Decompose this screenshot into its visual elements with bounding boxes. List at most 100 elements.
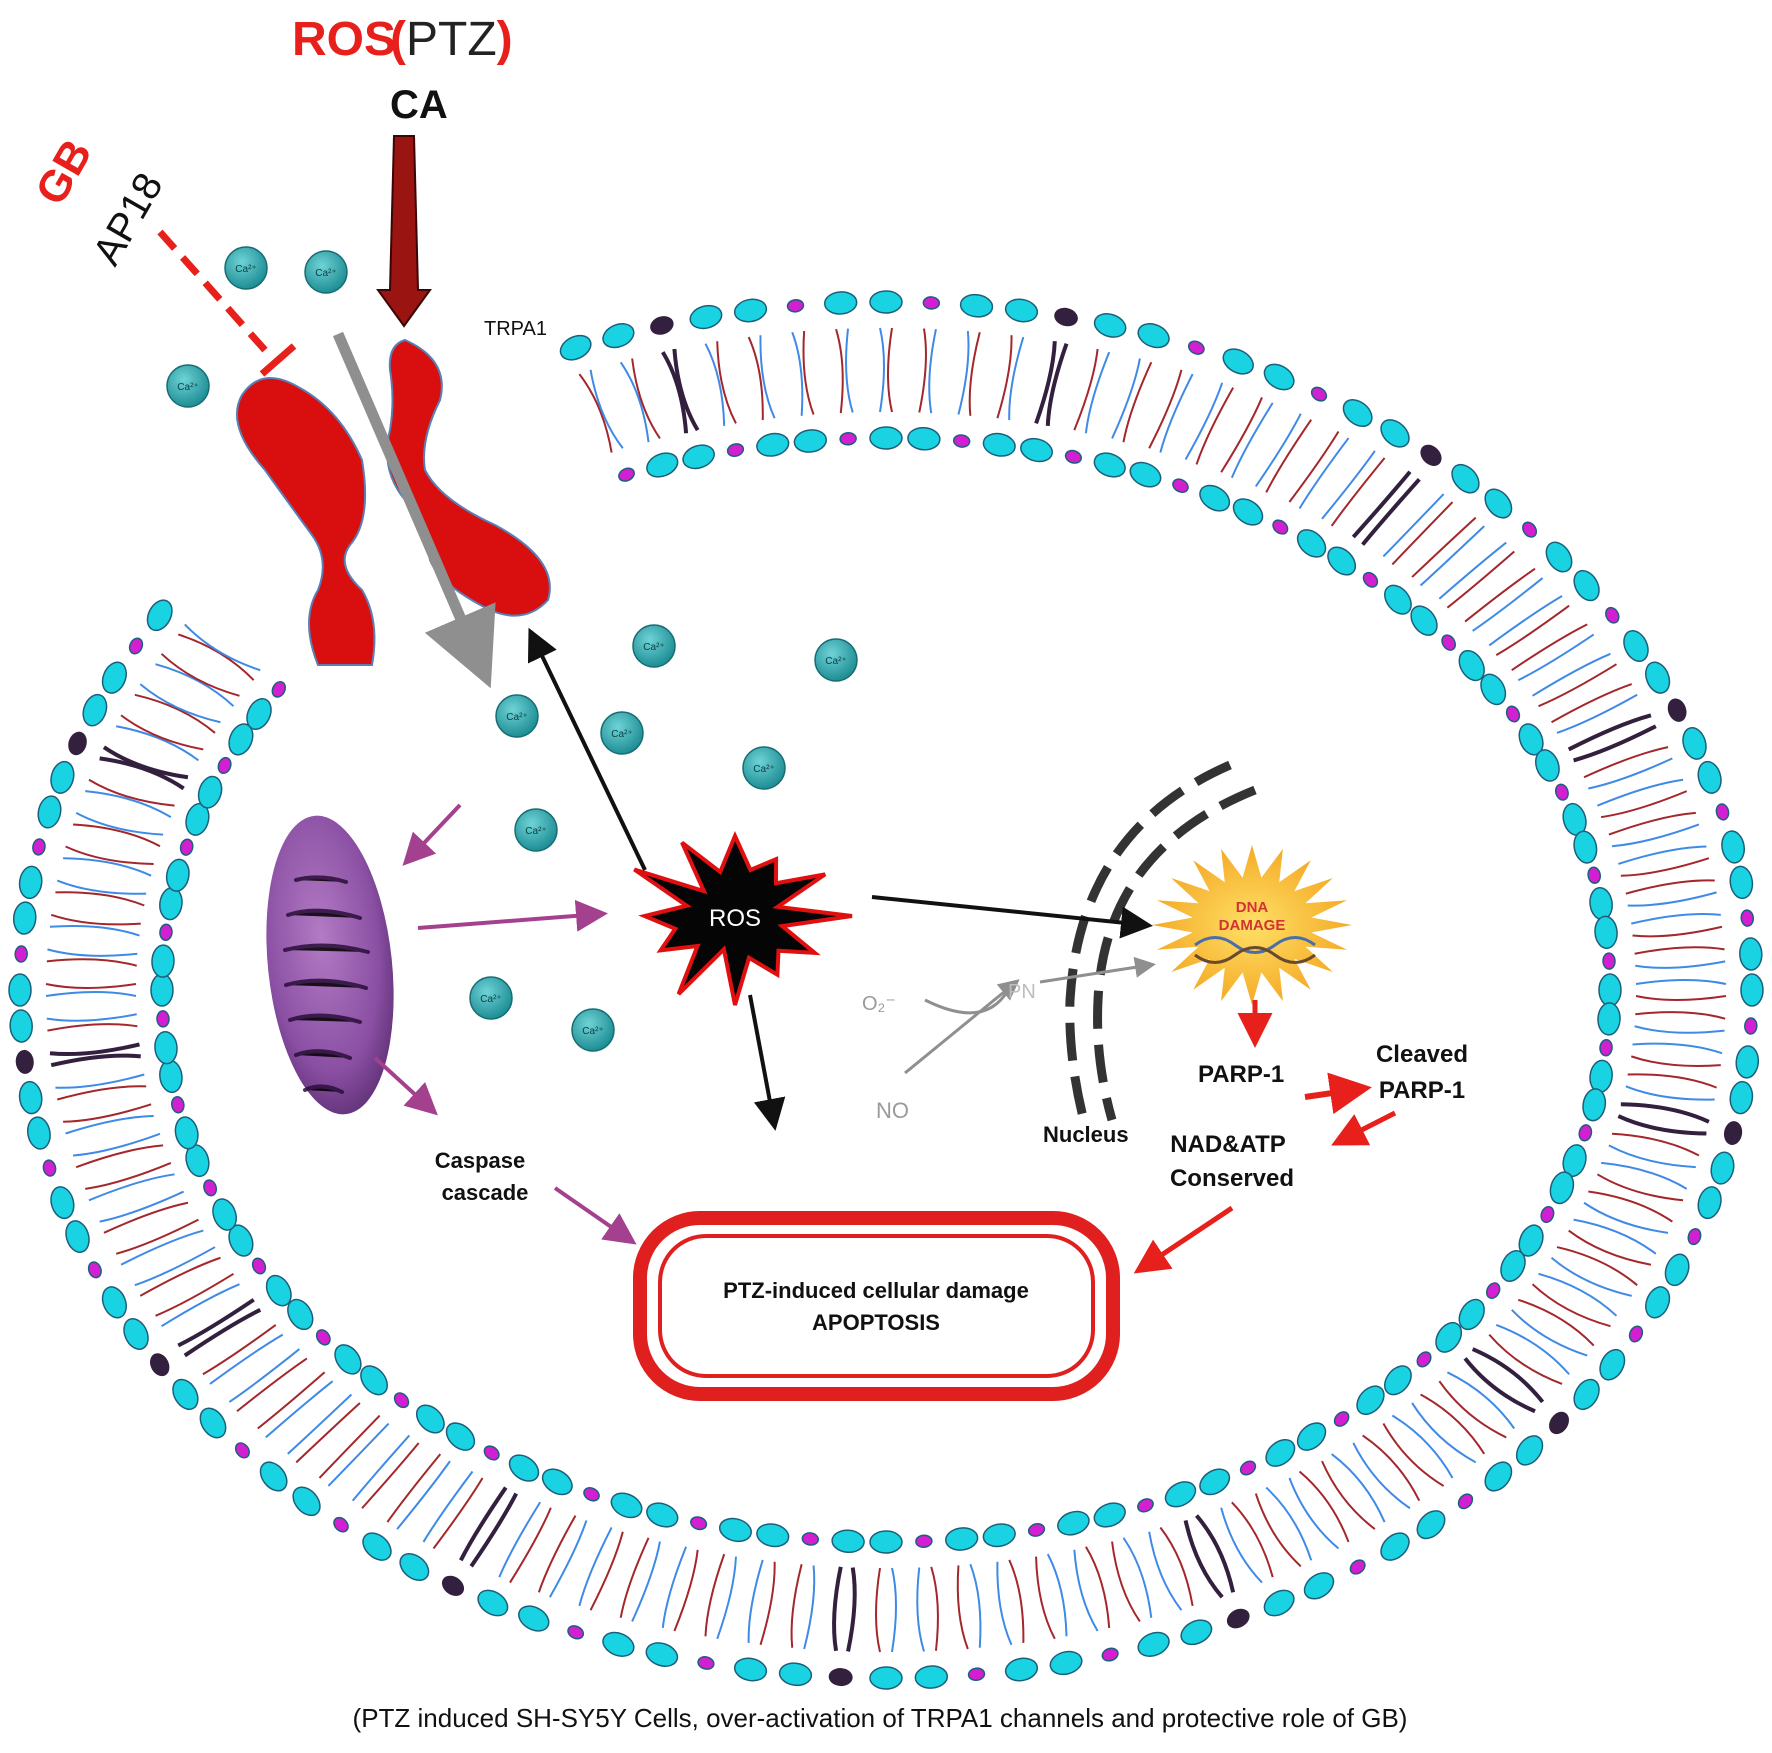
lipid bbox=[559, 334, 635, 482]
lipid bbox=[786, 298, 827, 453]
lipid bbox=[1164, 1481, 1250, 1629]
calcium-ion-label: Ca²⁺ bbox=[506, 712, 527, 723]
lipid bbox=[259, 1365, 388, 1492]
lipid bbox=[1485, 1282, 1626, 1381]
cleaved-label: Cleaved bbox=[1376, 1041, 1468, 1068]
calcium-ion: Ca²⁺ bbox=[600, 711, 644, 755]
ap18-label: AP18 bbox=[85, 166, 172, 273]
lipid bbox=[42, 1116, 199, 1177]
lipid bbox=[1534, 698, 1687, 782]
lipid bbox=[1356, 1385, 1474, 1510]
ros-starburst bbox=[633, 830, 853, 1006]
lipid bbox=[1599, 1038, 1760, 1079]
lipid bbox=[1589, 865, 1754, 921]
lipid bbox=[1410, 521, 1538, 636]
caption: (PTZ induced SH-SY5Y Cells, over-activat… bbox=[353, 1703, 1408, 1733]
calcium-ion: Ca²⁺ bbox=[304, 250, 348, 294]
lipid bbox=[27, 1096, 185, 1150]
parp1-label: PARP-1 bbox=[1198, 1061, 1284, 1088]
lipid bbox=[1057, 1510, 1119, 1662]
lipid bbox=[602, 323, 679, 478]
lipid bbox=[982, 1523, 1039, 1682]
lipid bbox=[869, 290, 903, 450]
calcium-ion-label: Ca²⁺ bbox=[235, 264, 256, 275]
calcium-ion-label: Ca²⁺ bbox=[753, 764, 774, 775]
lipid bbox=[1027, 1523, 1083, 1676]
lipid bbox=[1573, 803, 1730, 864]
calcium-ion-label: Ca²⁺ bbox=[480, 994, 501, 1005]
lipid bbox=[1333, 1411, 1446, 1540]
lipid bbox=[1265, 1438, 1366, 1575]
lipid bbox=[907, 296, 941, 451]
lipid bbox=[149, 1274, 292, 1377]
ca-to-mito-arrow bbox=[402, 803, 462, 866]
lipid bbox=[82, 693, 232, 775]
lipid bbox=[1554, 727, 1707, 801]
lipid bbox=[1020, 307, 1078, 463]
lipid bbox=[362, 1422, 476, 1561]
nucleus-envelope bbox=[1065, 760, 1257, 1127]
nucleus-label: Nucleus bbox=[1043, 1122, 1129, 1147]
lipid bbox=[37, 795, 194, 856]
lipid bbox=[952, 293, 994, 448]
calcium-ion: Ca²⁺ bbox=[632, 624, 676, 668]
o2-label: O₂⁻ bbox=[862, 993, 896, 1015]
lipid bbox=[1500, 1250, 1644, 1343]
arrows bbox=[157, 135, 1397, 1274]
caspase-to-apoptosis-arrow bbox=[553, 1186, 637, 1245]
lipid bbox=[733, 1523, 790, 1682]
lipid bbox=[1064, 313, 1127, 464]
lipid bbox=[1549, 1171, 1702, 1246]
lipid bbox=[1384, 488, 1513, 615]
damage-label: DAMAGE bbox=[1219, 917, 1286, 934]
lipid bbox=[68, 731, 223, 809]
trpa1-channel bbox=[235, 338, 551, 666]
lipid bbox=[128, 637, 272, 730]
damage-box-line2: APOPTOSIS bbox=[812, 1310, 940, 1335]
lipid bbox=[1518, 1224, 1671, 1319]
lipid bbox=[1589, 1059, 1754, 1115]
lipid bbox=[18, 1059, 183, 1115]
dna-damage-burst bbox=[1152, 845, 1352, 1005]
lipid bbox=[50, 1144, 210, 1220]
calcium-ion: Ca²⁺ bbox=[224, 246, 268, 290]
calcium-ion-label: Ca²⁺ bbox=[611, 729, 632, 740]
lipid bbox=[1327, 444, 1442, 576]
lipid bbox=[1597, 1002, 1758, 1036]
lipid bbox=[14, 944, 175, 978]
lipid bbox=[87, 1198, 238, 1279]
lipid bbox=[1587, 830, 1745, 884]
no-to-pn-arrow bbox=[904, 979, 1020, 1075]
conserved-label: Conserved bbox=[1170, 1165, 1294, 1192]
lipid bbox=[1602, 937, 1763, 971]
gb-label: GB bbox=[26, 131, 101, 213]
lipid bbox=[101, 661, 254, 756]
o2-curve-arrow bbox=[924, 989, 1010, 1015]
lipid bbox=[18, 865, 183, 921]
lipid bbox=[477, 1468, 573, 1617]
lipid bbox=[1435, 1321, 1569, 1435]
lipid bbox=[697, 1517, 752, 1670]
lipid bbox=[8, 973, 174, 1007]
mitochondrion bbox=[266, 815, 394, 1115]
lipid bbox=[1296, 419, 1410, 558]
lipid bbox=[567, 1492, 643, 1640]
lipid bbox=[645, 1516, 708, 1667]
lipid bbox=[1505, 630, 1649, 723]
ros-center-label: ROS bbox=[709, 905, 761, 932]
lipid bbox=[828, 1529, 865, 1687]
trpa1-label: TRPA1 bbox=[484, 318, 547, 340]
calcium-ion-label: Ca²⁺ bbox=[643, 642, 664, 653]
lipid bbox=[869, 1530, 903, 1690]
lipid bbox=[1458, 1298, 1600, 1411]
cell-membrane bbox=[8, 290, 1764, 1690]
ca-influx-arrow bbox=[332, 331, 496, 689]
lipid bbox=[12, 901, 173, 942]
apoptosis-box bbox=[633, 1211, 1120, 1401]
calcium-ion: Ca²⁺ bbox=[514, 808, 558, 852]
calcium-ion-label: Ca²⁺ bbox=[177, 382, 198, 393]
lipid bbox=[1239, 1460, 1335, 1600]
lipid bbox=[333, 1404, 445, 1533]
